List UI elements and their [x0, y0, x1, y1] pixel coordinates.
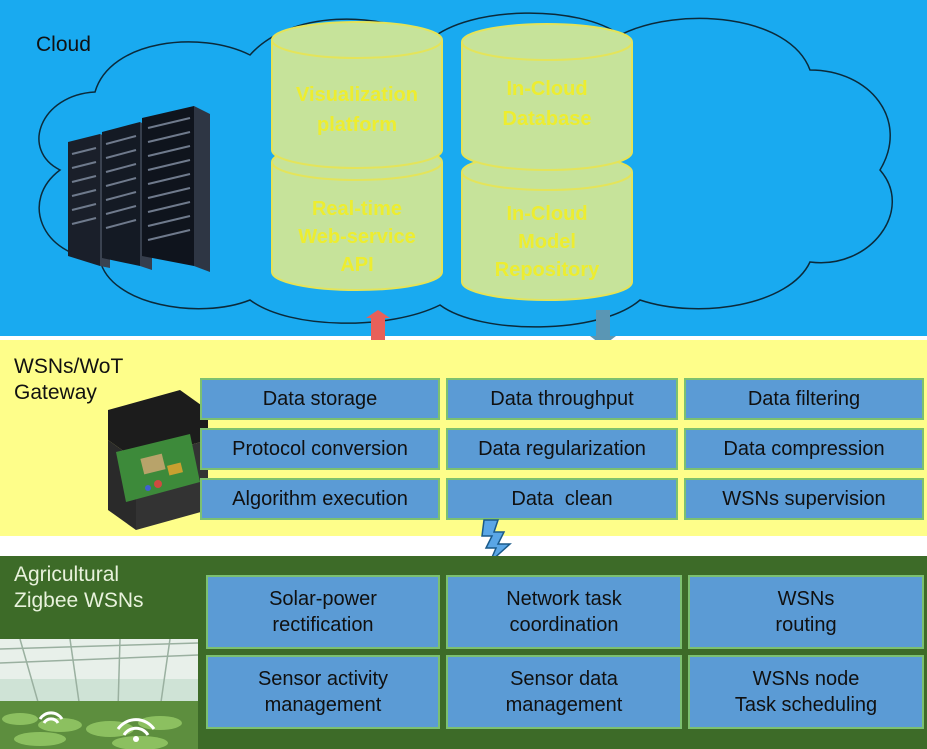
- cloud-outline: [38, 12, 893, 328]
- db-label-model-repository: In-Cloud Model Repository: [494, 203, 600, 281]
- database-cylinders: [271, 21, 633, 301]
- gateway-function-data-storage: Data storage: [200, 378, 440, 420]
- db-cylinder-model-repository: [461, 172, 633, 301]
- cloud-shape: [38, 12, 893, 328]
- cloud-layer: Visualization platform In-Cloud Database…: [0, 0, 927, 336]
- download-arrow: [590, 310, 616, 346]
- wifi-icon: [38, 711, 156, 742]
- db-label-webservice: Real-time Web-service API: [298, 198, 416, 276]
- gateway-function-data-regularization: Data regularization: [446, 428, 678, 470]
- wsn-function-network-task: Network task coordination: [446, 575, 682, 649]
- wsn-function-task-scheduling: WSNs node Task scheduling: [688, 655, 924, 729]
- gateway-function-protocol-conversion: Protocol conversion: [200, 428, 440, 470]
- lightning-icon: [481, 519, 512, 563]
- greenhouse-photo: [0, 639, 198, 749]
- wsn-function-routing: WSNs routing: [688, 575, 924, 649]
- db-label-visualization: Visualization platform: [296, 84, 418, 136]
- wsn-function-sensor-activity: Sensor activity management: [206, 655, 440, 729]
- layer-separator: [0, 536, 927, 556]
- wsn-layer-title: Agricultural Zigbee WSNs: [14, 563, 144, 612]
- wsn-function-solar-power: Solar-power rectification: [206, 575, 440, 649]
- gateway-function-data-compression: Data compression: [684, 428, 924, 470]
- cloud-layer-title: Cloud: [36, 33, 91, 56]
- gateway-function-data-clean: Data clean: [446, 478, 678, 520]
- db-cylinder-database: [461, 42, 633, 171]
- gateway-function-wsns-supervision: WSNs supervision: [684, 478, 924, 520]
- server-rack-icon: [68, 106, 210, 272]
- db-label-database: In-Cloud Database: [502, 78, 592, 130]
- gateway-function-data-filtering: Data filtering: [684, 378, 924, 420]
- db-cylinder-webservice: [271, 162, 443, 291]
- gateway-device-icon: [108, 390, 208, 530]
- gateway-function-algorithm-execution: Algorithm execution: [200, 478, 440, 520]
- gateway-function-data-throughput: Data throughput: [446, 378, 678, 420]
- gateway-layer-title: WSNs/WoT Gateway: [14, 355, 124, 404]
- db-cylinder-visualization: [271, 40, 443, 169]
- wsn-function-sensor-data: Sensor data management: [446, 655, 682, 729]
